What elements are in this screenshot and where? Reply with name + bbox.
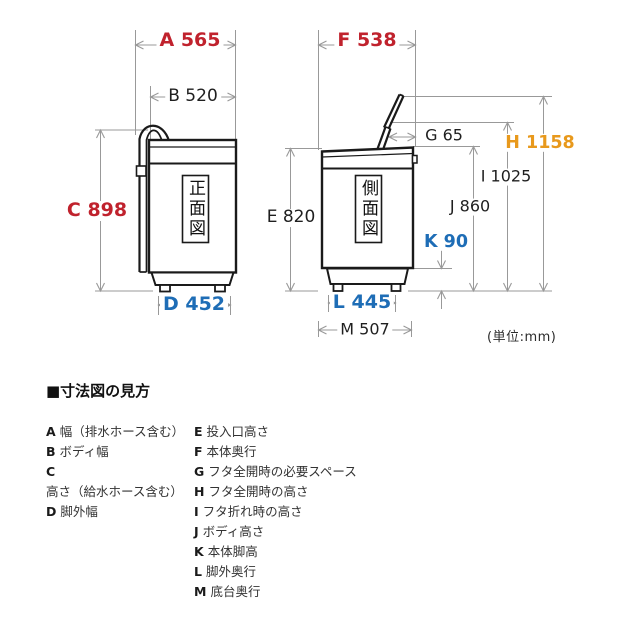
front-base [150, 271, 235, 286]
legend-desc-g: フタ全開時の必要スペース [208, 464, 357, 479]
legend-desc-h: フタ全開時の高さ [208, 484, 309, 499]
dim-h-lid-open-height-label: H 1158 [502, 133, 578, 152]
legend-desc-m: 底台奥行 [210, 584, 261, 599]
side-view-title: 側面図 [358, 179, 378, 239]
dim-j-body-height-label: J 860 [446, 198, 494, 216]
front-view-title: 正面図 [185, 179, 205, 239]
side-hinge-knob [411, 154, 418, 164]
legend-desc-b: ボディ幅 [59, 444, 109, 459]
legend-key-i: I [194, 504, 199, 519]
open-lid-outline [374, 93, 405, 155]
front-label-box [181, 174, 210, 244]
side-label-box [354, 174, 383, 244]
legend-key-b: B [46, 444, 56, 459]
dim-e-inlet-height-label: E 820 [263, 208, 319, 227]
side-body [320, 146, 415, 270]
legend-desc-e: 投入口高さ [206, 424, 270, 439]
washing-machine-dimension-diagram: A 565 B 520 C 898 D 452 E 820 F 538 G 65… [63, 30, 578, 345]
legend-key-f: F [194, 444, 203, 459]
legend-key-g: G [194, 464, 205, 479]
legend-desc-a: 幅（排水ホース含む） [59, 424, 185, 439]
legend-heading: ■寸法図の見方 [46, 382, 151, 400]
dim-d-foot-width-label: D 452 [159, 294, 229, 315]
drain-hose-outline [138, 124, 171, 272]
dim-b-body-width-label: B 520 [165, 87, 221, 106]
front-right-foot [214, 284, 226, 293]
dim-m-base-depth-label: M 507 [337, 321, 393, 339]
side-left-foot [332, 283, 344, 292]
unit-note: (単位:mm) [487, 330, 557, 345]
dim-i-lid-folded-height-label: I 1025 [477, 168, 535, 186]
legend-desc-c: 高さ（給水ホース含む） [46, 484, 183, 499]
legend-key-h: H [194, 484, 205, 499]
legend-key-m: M [194, 584, 207, 599]
legend-key-j: J [194, 524, 199, 539]
legend-key-l: L [194, 564, 202, 579]
front-left-foot [159, 284, 171, 293]
legend-desc-j: ボディ高さ [202, 524, 265, 539]
dim-l-foot-depth-label: L 445 [329, 292, 395, 313]
legend-desc-i: フタ折れ時の高さ [202, 504, 303, 519]
dim-k-leg-height-label: K 90 [420, 232, 472, 251]
legend-key-c: C [46, 464, 56, 479]
drain-hose-inner [145, 129, 163, 272]
legend-key-d: D [46, 504, 57, 519]
legend-key-k: K [194, 544, 204, 559]
side-view-art [320, 93, 418, 292]
dim-g-lid-space-label: G 65 [422, 127, 466, 145]
front-view-art [135, 124, 238, 293]
legend-desc-d: 脚外幅 [60, 504, 98, 519]
diagram-canvas [95, 30, 552, 337]
legend-desc-l: 脚外奥行 [205, 564, 256, 579]
legend-desc-f: 本体奥行 [206, 444, 257, 459]
legend-desc-k: 本体脚高 [207, 544, 258, 559]
legend-key-a: A [46, 424, 56, 439]
front-body [147, 138, 238, 274]
side-base [325, 267, 410, 285]
dim-a-width-label: A 565 [156, 30, 224, 51]
dim-c-height-label: C 898 [63, 200, 131, 221]
legend-item-c: C 高さ（給水ホース含む） [46, 462, 194, 502]
hose-clip [135, 165, 147, 177]
dim-f-depth-label: F 538 [334, 30, 400, 51]
legend-key-e: E [194, 424, 203, 439]
side-right-foot [390, 283, 402, 292]
